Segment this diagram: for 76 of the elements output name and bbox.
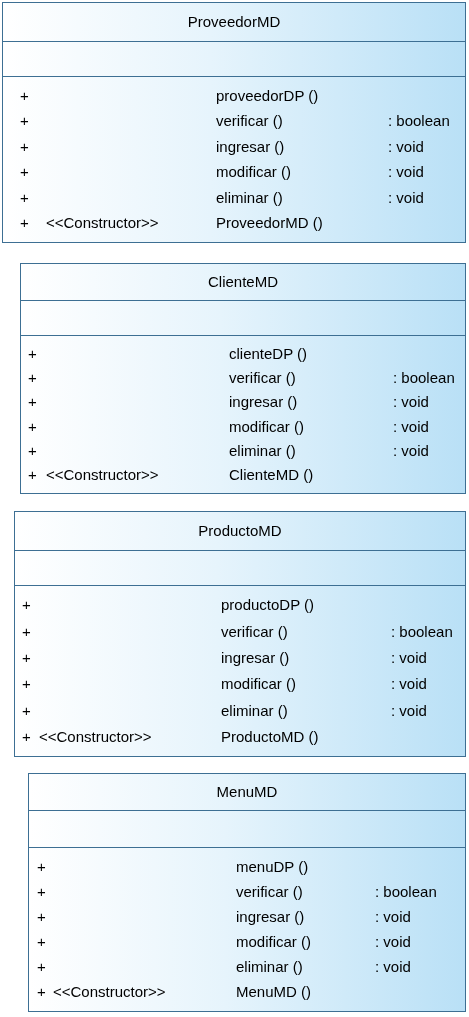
visibility-marker: + [37, 958, 46, 977]
return-type: : void [375, 933, 411, 952]
method-name: modificar () [229, 417, 304, 436]
class-box [20, 263, 466, 494]
visibility-marker: + [37, 933, 46, 952]
method-name: modificar () [216, 163, 291, 182]
class-name: ProveedorMD [186, 12, 282, 32]
method-name: verificar () [236, 882, 303, 901]
method-name: modificar () [221, 675, 296, 694]
return-type: : boolean [388, 112, 450, 131]
visibility-marker: + [20, 137, 29, 156]
visibility-marker: + [22, 622, 31, 641]
class-name: MenuMD [215, 782, 279, 802]
visibility-marker: + [37, 882, 46, 901]
return-type: : void [388, 163, 424, 182]
stereotype: <<Constructor>> [53, 983, 166, 1002]
visibility-marker: + [28, 369, 37, 388]
visibility-marker: + [20, 163, 29, 182]
return-type: : void [391, 675, 427, 694]
return-type: : void [393, 441, 429, 460]
return-type: : void [393, 417, 429, 436]
return-type: : void [393, 393, 429, 412]
visibility-marker: + [20, 112, 29, 131]
visibility-marker: + [22, 701, 31, 720]
visibility-marker: + [37, 907, 46, 926]
return-type: : boolean [375, 882, 437, 901]
return-type: : void [388, 137, 424, 156]
method-name: verificar () [216, 112, 283, 131]
visibility-marker: + [28, 345, 37, 364]
class-box [2, 2, 466, 243]
return-type: : void [391, 701, 427, 720]
stereotype: <<Constructor>> [46, 465, 159, 484]
visibility-marker: + [22, 648, 31, 667]
method-name: clienteDP () [229, 345, 308, 364]
method-name: menuDP () [236, 857, 309, 876]
stereotype: <<Constructor>> [39, 727, 152, 746]
method-name: eliminar () [221, 701, 288, 720]
visibility-marker: + [20, 188, 29, 207]
return-type: : void [375, 958, 411, 977]
method-name: verificar () [221, 622, 288, 641]
class-box [14, 511, 466, 757]
method-name: modificar () [236, 933, 311, 952]
visibility-marker: + [37, 983, 46, 1002]
return-type: : void [388, 188, 424, 207]
method-name: proveedorDP () [216, 86, 319, 105]
method-name: ProductoMD () [221, 727, 319, 746]
method-name: ingresar () [229, 393, 298, 412]
method-name: eliminar () [236, 958, 303, 977]
method-name: ingresar () [216, 137, 285, 156]
visibility-marker: + [20, 86, 29, 105]
method-name: eliminar () [229, 441, 296, 460]
visibility-marker: + [22, 596, 31, 615]
method-name: eliminar () [216, 188, 283, 207]
visibility-marker: + [20, 214, 29, 233]
method-name: productoDP () [221, 596, 315, 615]
method-name: ingresar () [221, 648, 290, 667]
method-name: MenuMD () [236, 983, 311, 1002]
return-type: : boolean [393, 369, 455, 388]
visibility-marker: + [28, 465, 37, 484]
class-name: ClienteMD [207, 272, 279, 292]
stereotype: <<Constructor>> [46, 214, 159, 233]
return-type: : void [391, 648, 427, 667]
visibility-marker: + [28, 393, 37, 412]
method-name: ingresar () [236, 907, 305, 926]
method-name: ProveedorMD () [216, 214, 323, 233]
class-name: ProductoMD [197, 521, 283, 541]
return-type: : boolean [391, 622, 453, 641]
class-box [28, 773, 466, 1012]
method-name: verificar () [229, 369, 296, 388]
visibility-marker: + [22, 727, 31, 746]
return-type: : void [375, 907, 411, 926]
visibility-marker: + [37, 857, 46, 876]
visibility-marker: + [28, 441, 37, 460]
visibility-marker: + [28, 417, 37, 436]
method-name: ClienteMD () [229, 465, 314, 484]
visibility-marker: + [22, 675, 31, 694]
